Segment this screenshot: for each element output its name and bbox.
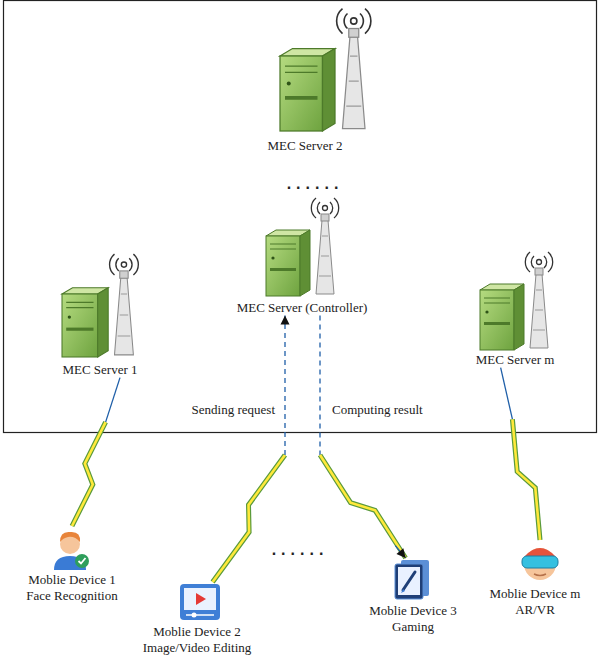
vr-icon <box>522 548 558 580</box>
node-label: Moblie Device 2 Image/Video Editing <box>132 624 262 655</box>
edge-label: Sending request <box>190 402 277 418</box>
server-icon <box>480 252 553 350</box>
wireless-link <box>72 378 120 526</box>
wireless-link <box>320 316 406 558</box>
edge-label: Computing result <box>330 402 425 418</box>
server-icon <box>62 254 138 357</box>
ellipsis-label: ...... <box>272 542 329 558</box>
server-icon <box>266 198 339 296</box>
node-label: MEC Server 2 <box>267 138 342 154</box>
device-node: Moblie Device 3 Gaming <box>361 558 466 634</box>
wireless-link <box>501 368 540 540</box>
server-node: MEC Server 1 <box>60 250 138 378</box>
node-label: Moblie Device m AR/VR <box>480 586 590 617</box>
node-label: MEC Server (Controller) <box>237 300 368 316</box>
device-node: Moblie Device m AR/VR <box>480 540 590 617</box>
device-node: Moblie Device 2 Image/Video Editing <box>132 582 262 655</box>
device-node: Moblie Device 1 Face Recognition <box>17 526 127 603</box>
server-icon <box>280 9 371 132</box>
server-node: MEC Server 2 <box>267 4 368 154</box>
face-icon <box>54 532 89 570</box>
node-label: MEC Server m <box>476 352 555 368</box>
gaming-icon <box>395 560 429 599</box>
node-label: Moblie Device 3 Gaming <box>361 603 466 634</box>
server-node: MEC Server (Controller) <box>237 194 368 316</box>
edge-region <box>4 1 597 433</box>
node-label: Moblie Device 1 Face Recognition <box>17 572 127 603</box>
video-icon <box>180 584 220 620</box>
ellipsis-label: ...... <box>287 176 344 192</box>
server-node: MEC Server m <box>476 248 555 368</box>
node-label: MEC Server 1 <box>62 362 137 378</box>
